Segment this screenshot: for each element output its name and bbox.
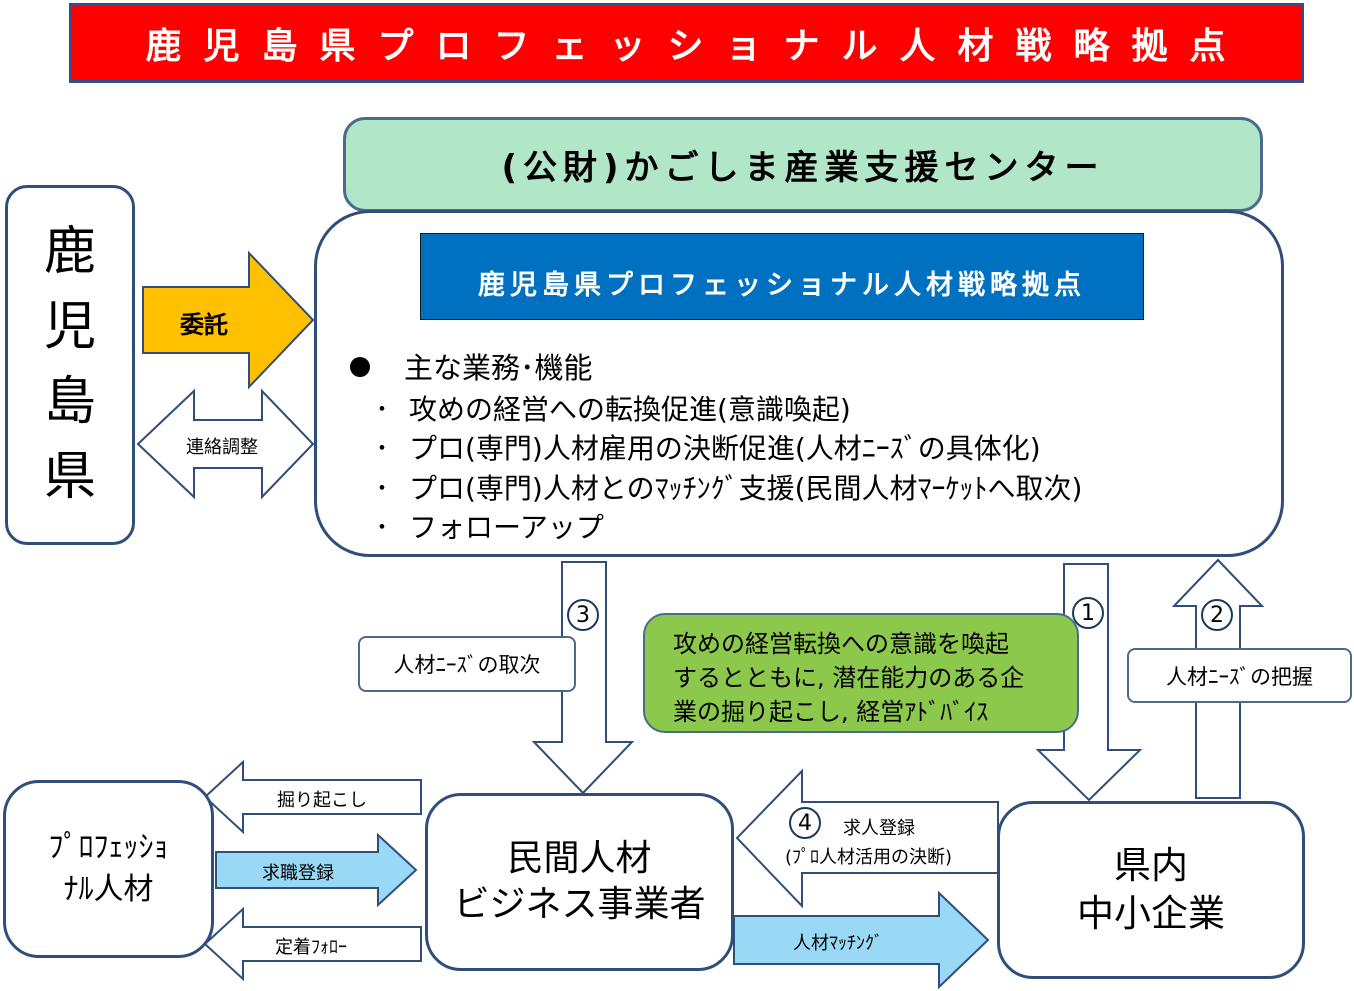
tasks-heading: 主な業務･機能 bbox=[350, 345, 593, 387]
task-bullet: ･ bbox=[375, 432, 390, 465]
green-note-line: 業の掘り起こし, 経営ｱﾄﾞﾊﾞｲｽ bbox=[673, 698, 989, 726]
prefecture-box: 鹿 児 島 県 bbox=[5, 185, 135, 545]
retention-arrow bbox=[203, 906, 422, 982]
professional-line: ﾌﾟﾛﾌｪｯｼｮ bbox=[48, 830, 169, 865]
private-business-line: 民間人材 bbox=[507, 838, 652, 879]
private-business-node: 民間人材 ビジネス事業者 bbox=[425, 793, 734, 971]
step-1-badge: 1 bbox=[1072, 597, 1104, 629]
green-note: 攻めの経営転換への意識を喚起 するとともに, 潜在能力のある企 業の掘り起こし,… bbox=[643, 613, 1079, 733]
sme-line: 中小企業 bbox=[1077, 892, 1225, 935]
center-name: (公財)かごしま産業支援センター bbox=[343, 117, 1263, 212]
step-2-badge: 2 bbox=[1201, 599, 1233, 631]
bullet-dot-icon bbox=[350, 357, 370, 377]
matching-label: 人材ﾏｯﾁﾝｸﾞ bbox=[793, 933, 883, 954]
liaison-label: 連絡調整 bbox=[186, 437, 258, 458]
step-4-badge: 4 bbox=[789, 807, 821, 839]
commission-label: 委託 bbox=[180, 311, 228, 339]
sme-node: 県内 中小企業 bbox=[997, 801, 1305, 979]
needs-grasp-box: 人材ﾆｰｽﾞの把握 bbox=[1127, 648, 1352, 703]
task-text: プロ(専門)人材雇用の決断促進(人材ﾆｰｽﾞの具体化) bbox=[409, 432, 1041, 465]
tasks-heading-text: 主な業務･機能 bbox=[404, 351, 593, 385]
task-item: ･ プロ(専門)人材とのﾏｯﾁﾝｸﾞ支援(民間人材ﾏｰｹｯﾄへ取次) bbox=[375, 467, 1082, 507]
job-offer-label: 求人登録 bbox=[843, 818, 915, 839]
matching-arrow bbox=[733, 890, 990, 990]
step-3-badge: 3 bbox=[567, 599, 599, 631]
job-registration-label: 求職登録 bbox=[262, 863, 334, 884]
title-banner: 鹿児島県プロフェッショナル人材戦略拠点 bbox=[69, 3, 1304, 83]
task-text: プロ(専門)人材とのﾏｯﾁﾝｸﾞ支援(民間人材ﾏｰｹｯﾄへ取次) bbox=[409, 472, 1083, 505]
green-note-line: 攻めの経営転換への意識を喚起 bbox=[673, 630, 1009, 658]
task-bullet: ･ bbox=[375, 511, 390, 544]
dig-up-arrow bbox=[203, 759, 422, 835]
green-note-line: するとともに, 潜在能力のある企 bbox=[673, 664, 1025, 692]
job-registration-arrow bbox=[215, 832, 418, 908]
task-item: ･ フォローアップ bbox=[375, 506, 604, 546]
professional-node: ﾌﾟﾛﾌｪｯｼｮ ﾅﾙ人材 bbox=[3, 780, 214, 958]
step4-job-offer-arrow bbox=[735, 768, 999, 909]
prefecture-char: 県 bbox=[43, 447, 96, 507]
step3-down-arrow bbox=[531, 561, 635, 795]
needs-referral-box: 人材ﾆｰｽﾞの取次 bbox=[358, 636, 576, 692]
task-bullet: ･ bbox=[375, 393, 390, 426]
task-item: ･ 攻めの経営への転換促進(意識喚起) bbox=[375, 388, 851, 428]
retention-label: 定着ﾌｫﾛｰ bbox=[275, 937, 347, 958]
task-text: フォローアップ bbox=[409, 511, 604, 544]
prefecture-char: 島 bbox=[43, 372, 96, 432]
sme-line: 県内 bbox=[1114, 844, 1188, 887]
job-offer-sub-label: (ﾌﾟﾛ人材活用の決断) bbox=[785, 847, 953, 868]
professional-line: ﾅﾙ人材 bbox=[63, 872, 154, 907]
dig-up-label: 掘り起こし bbox=[277, 790, 367, 811]
task-item: ･ プロ(専門)人材雇用の決断促進(人材ﾆｰｽﾞの具体化) bbox=[375, 427, 1041, 467]
prefecture-char: 鹿 bbox=[43, 222, 96, 282]
strategy-base-label: 鹿児島県プロフェッショナル人材戦略拠点 bbox=[420, 233, 1144, 320]
commission-arrow bbox=[142, 250, 315, 390]
liaison-double-arrow bbox=[136, 388, 315, 500]
task-text: 攻めの経営への転換促進(意識喚起) bbox=[409, 393, 851, 426]
step1-down-arrow bbox=[1035, 563, 1143, 802]
task-bullet: ･ bbox=[375, 472, 390, 505]
prefecture-char: 児 bbox=[43, 297, 96, 357]
private-business-line: ビジネス事業者 bbox=[453, 884, 706, 925]
